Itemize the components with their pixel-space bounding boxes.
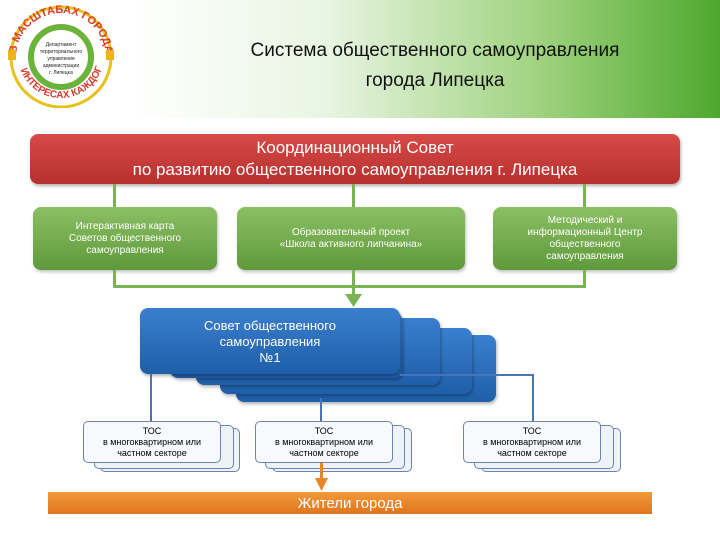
green-box-line: Методический и	[547, 214, 623, 226]
tos-line: частном секторе	[117, 447, 187, 458]
residents-bar: Жители города	[48, 492, 652, 514]
tos-line: частном секторе	[289, 447, 359, 458]
council-line-2: по развитию общественного самоуправления…	[132, 160, 578, 179]
title-line-2: города Липецка	[365, 70, 505, 91]
tos-box: ТОС в многоквартирном или частном сектор…	[463, 421, 601, 463]
header-band	[0, 0, 720, 118]
council-line-1: Координационный Совет	[256, 138, 454, 157]
arrow-down-icon	[315, 478, 328, 491]
page-title: Система общественного самоуправления гор…	[150, 36, 720, 96]
public-council-box	[140, 308, 400, 374]
connector-line	[352, 270, 355, 298]
tos-line: ТОС	[142, 425, 162, 436]
coordination-council-box: Координационный Совет по развитию общест…	[30, 134, 680, 184]
green-box-line: Советов общественного	[68, 232, 182, 244]
connector-line	[583, 184, 586, 208]
connector-line	[352, 184, 355, 208]
green-box-line: общественного	[549, 238, 621, 250]
green-box-line: самоуправления	[86, 244, 164, 256]
arrow-down-icon	[345, 294, 362, 307]
green-box-line: самоуправления	[546, 250, 624, 262]
green-box-interactive-map: Интерактивная карта Советов общественног…	[33, 207, 217, 270]
public-council-line: №1	[259, 350, 281, 365]
logo-center-line: управления	[47, 56, 75, 62]
green-box-methodical-center: Методический и информационный Центр обще…	[493, 207, 677, 270]
tos-line: в многоквартирном или	[274, 436, 374, 447]
green-box-school-project: Образовательный проект «Школа активного …	[237, 207, 465, 270]
connector-line	[113, 270, 116, 287]
public-council-label: Совет общественного самоуправления №1	[140, 318, 400, 366]
connector-line	[583, 270, 586, 287]
connector-line	[400, 374, 534, 376]
connector-line	[532, 374, 534, 424]
logo-center-line: г. Липецка	[49, 70, 73, 76]
public-council-line: самоуправления	[219, 334, 321, 349]
green-box-line: «Школа активного липчанина»	[279, 238, 423, 250]
connector-line	[150, 374, 152, 424]
connector-line	[320, 463, 323, 481]
tos-box: ТОС в многоквартирном или частном сектор…	[83, 421, 221, 463]
connector-line	[113, 184, 116, 208]
tos-box: ТОС в многоквартирном или частном сектор…	[255, 421, 393, 463]
tos-line: ТОС	[314, 425, 334, 436]
green-box-line: Образовательный проект	[291, 226, 411, 238]
logo-center-line: Департамент	[46, 42, 77, 48]
public-council-line: Совет общественного	[204, 318, 336, 333]
logo-center-line: администрации	[43, 63, 79, 69]
connector-line	[113, 285, 586, 288]
green-box-line: информационный Центр	[527, 226, 643, 238]
logo-center-line: территориального	[40, 49, 83, 55]
logo: В МАСШТАБАХ ГОРОДА В ИНТЕРЕСАХ КАЖДОГО Д…	[2, 2, 115, 108]
tos-line: частном секторе	[497, 447, 567, 458]
tos-line: в многоквартирном или	[102, 436, 202, 447]
connector-line	[320, 398, 322, 424]
tos-line: в многоквартирном или	[482, 436, 582, 447]
tos-line: ТОС	[522, 425, 542, 436]
green-box-line: Интерактивная карта	[75, 220, 175, 232]
title-line-1: Система общественного самоуправления	[250, 40, 620, 61]
